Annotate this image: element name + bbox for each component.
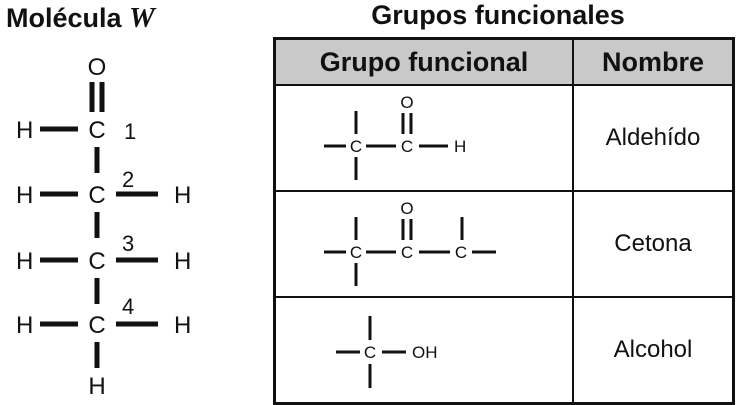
table-row: C C O H Aldehído <box>273 84 735 192</box>
header-group: Grupo funcional <box>273 37 574 86</box>
molecule-title-text: Molécula <box>6 3 122 33</box>
table-row: C C O C Cetona <box>273 190 735 298</box>
carbon-number-4: 4 <box>122 294 134 319</box>
table-row: C OH Alcohol <box>273 296 735 405</box>
atom-hydrogen: H <box>16 117 33 144</box>
symbol-hydrogen: H <box>454 137 466 156</box>
atom-hydrogen: H <box>16 248 33 275</box>
symbol-carbon: C <box>401 243 413 262</box>
table-title: Grupos funcionales <box>371 0 625 30</box>
group-name-cell: Cetona <box>572 190 735 298</box>
table-header-row: Grupo funcional Nombre <box>273 37 735 86</box>
carbon-number-1: 1 <box>124 119 136 144</box>
molecule-w-structure: O H C 1 H C 2 H H C 3 H H C 4 H H <box>16 54 191 400</box>
carbon-number-3: 3 <box>122 231 134 256</box>
symbol-carbon: C <box>401 137 413 156</box>
atom-oxygen: O <box>88 54 107 81</box>
atom-hydrogen: H <box>88 373 105 400</box>
functional-groups-table: Grupo funcional Nombre C C O H Aldehído <box>273 37 735 405</box>
structure-cell: C C O C <box>273 190 574 298</box>
alcohol-structure: C OH <box>336 316 438 388</box>
atom-carbon-1: C <box>88 117 105 144</box>
atom-hydrogen: H <box>174 182 191 209</box>
atom-hydrogen: H <box>174 312 191 339</box>
header-name: Nombre <box>572 37 735 86</box>
molecule-variable: W <box>129 2 155 34</box>
group-name-cell: Aldehído <box>572 84 735 192</box>
atom-carbon-2: C <box>88 182 105 209</box>
symbol-carbon: C <box>350 137 362 156</box>
symbol-hydroxyl: OH <box>412 343 438 362</box>
structure-cell: C OH <box>273 296 574 405</box>
aldehyde-structure: C C O H <box>324 93 466 180</box>
carbon-number-2: 2 <box>122 167 134 192</box>
symbol-carbon: C <box>364 343 376 362</box>
ketone-structure: C C O C <box>324 199 496 286</box>
symbol-oxygen: O <box>400 93 413 112</box>
symbol-carbon: C <box>455 243 467 262</box>
atom-hydrogen: H <box>174 248 191 275</box>
structure-cell: C C O H <box>273 84 574 192</box>
atom-carbon-4: C <box>88 312 105 339</box>
atom-hydrogen: H <box>16 312 33 339</box>
symbol-carbon: C <box>350 243 362 262</box>
molecule-title: Molécula W <box>6 2 155 35</box>
atom-carbon-3: C <box>88 248 105 275</box>
atom-hydrogen: H <box>16 182 33 209</box>
group-name-cell: Alcohol <box>572 296 735 405</box>
symbol-oxygen: O <box>400 199 413 218</box>
